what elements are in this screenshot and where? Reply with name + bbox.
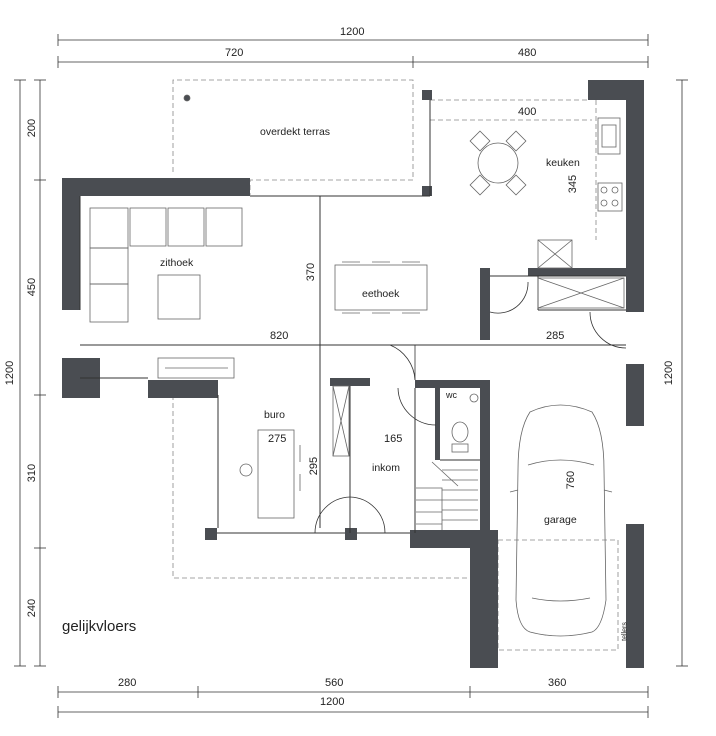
dim-top-left: 720 (225, 47, 244, 59)
dim-top-total: 1200 (340, 26, 365, 38)
dim-bottom-left: 280 (118, 677, 137, 689)
dim-bottom-mid: 560 (325, 677, 344, 689)
room-dining: eethoek (362, 288, 400, 300)
dimension-lines (14, 34, 688, 718)
dim-left-total: 1200 (4, 360, 16, 386)
dim-bottom-right: 360 (548, 677, 567, 689)
floor-title: gelijkvloers (62, 618, 137, 635)
furniture (89, 94, 625, 637)
room-hall: inkom (372, 462, 401, 474)
dim-garage-width: 285 (546, 330, 565, 342)
dim-kitchen-width: 400 (518, 106, 537, 118)
room-office: buro (264, 409, 286, 421)
dim-garage-depth: 760 (565, 470, 577, 490)
walls (62, 80, 644, 668)
room-terrace: overdekt terras (260, 126, 331, 138)
dim-left-240: 240 (26, 598, 38, 618)
dim-office-depth: 295 (308, 456, 320, 476)
door-swings (314, 281, 627, 534)
dim-living-width: 820 (270, 330, 289, 342)
dim-office-width: 275 (268, 433, 287, 445)
room-kitchen: keuken (546, 157, 580, 169)
room-garage: garage (544, 514, 577, 526)
dim-dining-depth: 370 (305, 262, 317, 282)
room-meters: tellers (621, 622, 629, 641)
dim-hall-width: 165 (384, 433, 403, 445)
outline-dashed (172, 79, 619, 651)
dim-left-450: 450 (26, 277, 38, 297)
dim-left-310: 310 (26, 463, 38, 483)
dim-top-right: 480 (518, 47, 537, 59)
dim-left-200: 200 (26, 118, 38, 138)
interior-lines (79, 100, 626, 534)
room-toilet: wc (446, 390, 457, 400)
dim-right-total: 1200 (663, 360, 675, 386)
dim-bottom-total: 1200 (320, 696, 345, 708)
room-living: zithoek (160, 257, 194, 269)
dim-kitchen-depth: 345 (567, 174, 579, 194)
